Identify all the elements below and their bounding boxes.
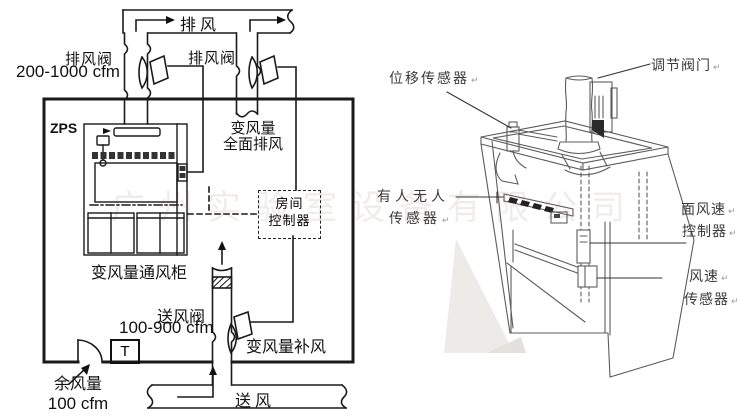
sash-window: [94, 162, 178, 203]
face-velocity-text2: 控制器: [682, 225, 727, 240]
enter-mark-icon: ↵: [721, 274, 730, 284]
face-velocity-label-line2: 控制器↵: [682, 221, 738, 241]
makeup-air-label: 变风量补风: [246, 339, 327, 356]
door-symbol: [67, 339, 103, 386]
supply-valve-actuator: [233, 310, 253, 341]
occupancy-sensor-bar: [503, 193, 574, 224]
zps-label: ZPS: [50, 120, 78, 136]
exhaust-duct-main: [122, 8, 295, 35]
supply-duct-main: [146, 366, 348, 410]
regulating-valve-text: 调节阀门: [651, 59, 711, 74]
exhaust-valve-1-label: 排风阀: [65, 52, 114, 68]
duct-open-end-wavy: [235, 110, 259, 118]
exhaust-valve-2-symbol: [248, 54, 279, 90]
right-isometric-svg: [444, 63, 695, 378]
arrow-head: [81, 364, 90, 375]
exhaust-valve-1-range: 200-1000 cfm: [16, 62, 120, 81]
face-velocity-label-line1: 面风速↵: [681, 199, 737, 219]
room-controller-line2: 控制器: [268, 213, 311, 228]
thermostat-box: T: [110, 339, 140, 364]
exhaust-valve-1-symbol: [138, 54, 169, 90]
room-controller-line1: 房间: [275, 196, 304, 211]
slat-marks: [508, 197, 554, 213]
exhaust-valve-2-label: 排风阀: [188, 51, 237, 67]
residual-air-label: 余风量 100 cfm: [36, 370, 120, 414]
displacement-sensor-label: 位移传感器↵: [389, 68, 481, 88]
valve-dark-detail: [592, 120, 604, 138]
regulating-valve-label: 调节阀门↵: [651, 55, 722, 75]
duct-break-wavy: [286, 8, 295, 35]
enter-mark-icon: ↵: [731, 297, 740, 307]
supply-valve-symbol: [227, 322, 238, 355]
arrow-head: [166, 16, 175, 24]
exhaust-flow-arrows: [135, 16, 286, 32]
residual-line1: 余风量: [53, 376, 102, 393]
air-velocity-label-line1: 风速↵: [689, 266, 730, 286]
supply-riser: [211, 241, 253, 386]
air-velocity-sensor-device: [577, 265, 598, 288]
left-schematic-svg: [42, 8, 355, 410]
sash-sill: [514, 243, 581, 275]
supply-air-label: 送风: [235, 393, 276, 410]
room-controller-box: 房间 控制器: [258, 190, 321, 239]
arrow-head: [218, 241, 226, 250]
supply-valve-label: 送风阀: [157, 309, 206, 326]
face-velocity-text1: 面风速: [681, 203, 726, 218]
occupancy-sensor-text: 传感器: [389, 212, 440, 227]
occupancy-sensor-label-line2: 传感器↵: [389, 208, 453, 228]
fume-hood-cabinet: [83, 123, 188, 256]
display-arrow-icon: [103, 128, 111, 134]
face-velocity-controller-device: [576, 229, 591, 264]
room-boundary: [42, 97, 355, 364]
residual-line2: 100 cfm: [47, 394, 109, 413]
enter-mark-icon: ↵: [471, 76, 481, 86]
enter-mark-icon: ↵: [442, 216, 453, 226]
enter-mark-icon: ↵: [713, 63, 722, 73]
hood-body: [480, 140, 695, 378]
general-exhaust-line1: 变风量: [230, 121, 276, 137]
watermark-sail-logo: [444, 239, 526, 353]
arrow-head: [277, 16, 286, 24]
exhaust-air-label: 排风: [180, 17, 221, 34]
enter-mark-icon: ↵: [728, 207, 737, 217]
hood-top-rim: [480, 120, 669, 171]
fume-hood-label: 变风量通风柜: [91, 265, 188, 282]
duct-break-wavy: [146, 383, 154, 410]
display-slot: [113, 127, 161, 137]
general-exhaust-line2: 全面排风: [222, 137, 283, 153]
duct-open-end-wavy: [211, 266, 233, 272]
duct-break-wavy: [340, 383, 348, 410]
leader-lines: [446, 63, 687, 279]
air-velocity-label-line2: 传感器↵: [684, 289, 740, 309]
occupancy-sensor-label-line1: 有人无人: [377, 190, 449, 205]
general-exhaust-label: 变风量 全面排风: [213, 121, 293, 153]
enter-mark-icon: ↵: [729, 229, 738, 239]
air-velocity-text2: 传感器: [684, 293, 729, 308]
sash-sensor-box: [177, 163, 188, 182]
control-lines: [167, 65, 297, 323]
supply-valve-range: 100-900 cfm: [119, 318, 214, 337]
arrow-head: [209, 366, 217, 375]
exhaust-collar-and-valve: [557, 75, 618, 176]
displacement-sensor-text: 位移传感器: [389, 72, 469, 87]
displacement-sensor-device: [495, 121, 527, 185]
vent-squares: [92, 152, 175, 159]
air-velocity-text1: 风速: [689, 270, 719, 285]
